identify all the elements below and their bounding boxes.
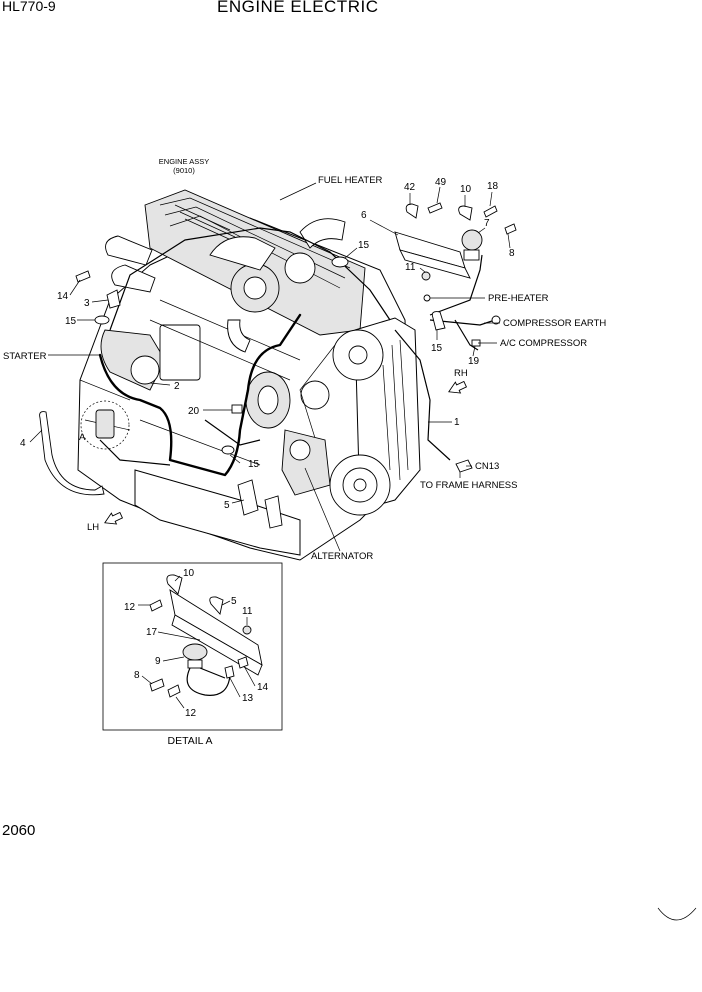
compressor-earth-label: COMPRESSOR EARTH xyxy=(503,318,606,329)
leader-lines xyxy=(29,182,511,552)
corner-mark xyxy=(657,907,697,921)
detail-part-number-8: 8 xyxy=(134,670,140,681)
page-number: 2060 xyxy=(2,822,36,839)
part-number-11: 11 xyxy=(405,262,416,273)
to-frame-harness-label: TO FRAME HARNESS xyxy=(420,480,517,491)
part-number-2: 2 xyxy=(174,381,180,392)
part-number-20: 20 xyxy=(188,406,200,417)
engine-assembly xyxy=(77,189,421,561)
detail-part-number-12-top: 12 xyxy=(124,602,136,613)
engine-assy-label: ENGINE ASSY xyxy=(159,157,209,166)
model-code: HL770-9 xyxy=(2,0,56,14)
detail-part-number-17: 17 xyxy=(146,627,158,638)
detail-part-number-10: 10 xyxy=(183,568,195,579)
pre-heater-label: PRE-HEATER xyxy=(488,293,549,304)
part-number-15-left: 15 xyxy=(65,316,77,327)
part-number-15-top: 15 xyxy=(358,240,370,251)
detail-a-marker: A xyxy=(79,432,86,443)
detail-part-number-12-bottom: 12 xyxy=(185,708,197,719)
detail-a-box xyxy=(102,562,283,731)
detail-part-number-5: 5 xyxy=(231,596,237,607)
detail-part-number-14: 14 xyxy=(257,682,269,693)
lh-label: LH xyxy=(87,522,99,533)
cn13-label: CN13 xyxy=(475,461,499,472)
bracket-assembly xyxy=(394,202,517,473)
detail-part-number-9: 9 xyxy=(155,656,161,667)
rh-label: RH xyxy=(454,368,468,379)
detail-a-caption: DETAIL A xyxy=(168,735,213,747)
part-number-7: 7 xyxy=(484,218,490,229)
part-number-42: 42 xyxy=(404,182,416,193)
part-number-10: 10 xyxy=(460,184,472,195)
alternator-label: ALTERNATOR xyxy=(311,551,373,562)
part-number-14: 14 xyxy=(57,291,69,302)
part-number-18: 18 xyxy=(487,181,499,192)
left-side-parts xyxy=(39,256,349,496)
page-title: ENGINE ELECTRIC xyxy=(217,0,379,16)
part-number-5: 5 xyxy=(224,500,230,511)
detail-part-number-11: 11 xyxy=(242,606,253,617)
starter-label: STARTER xyxy=(3,351,47,362)
part-number-1: 1 xyxy=(454,417,460,428)
ac-compressor-label: A/C COMPRESSOR xyxy=(500,338,587,349)
part-number-6: 6 xyxy=(361,210,367,221)
part-number-8: 8 xyxy=(509,248,515,259)
part-number-3: 3 xyxy=(84,298,90,309)
lh-arrow-icon xyxy=(104,511,124,525)
detail-part-number-13: 13 xyxy=(242,693,254,704)
fuel-heater-label: FUEL HEATER xyxy=(318,175,383,186)
part-number-4: 4 xyxy=(20,438,26,449)
part-number-15-bottom: 15 xyxy=(248,459,260,470)
wiring-harness xyxy=(98,227,496,477)
part-number-49: 49 xyxy=(435,177,447,188)
engine-assy-code: (9010) xyxy=(173,166,195,175)
part-number-19: 19 xyxy=(468,356,480,367)
rh-arrow-icon xyxy=(448,380,468,394)
part-number-15-right: 15 xyxy=(431,343,443,354)
